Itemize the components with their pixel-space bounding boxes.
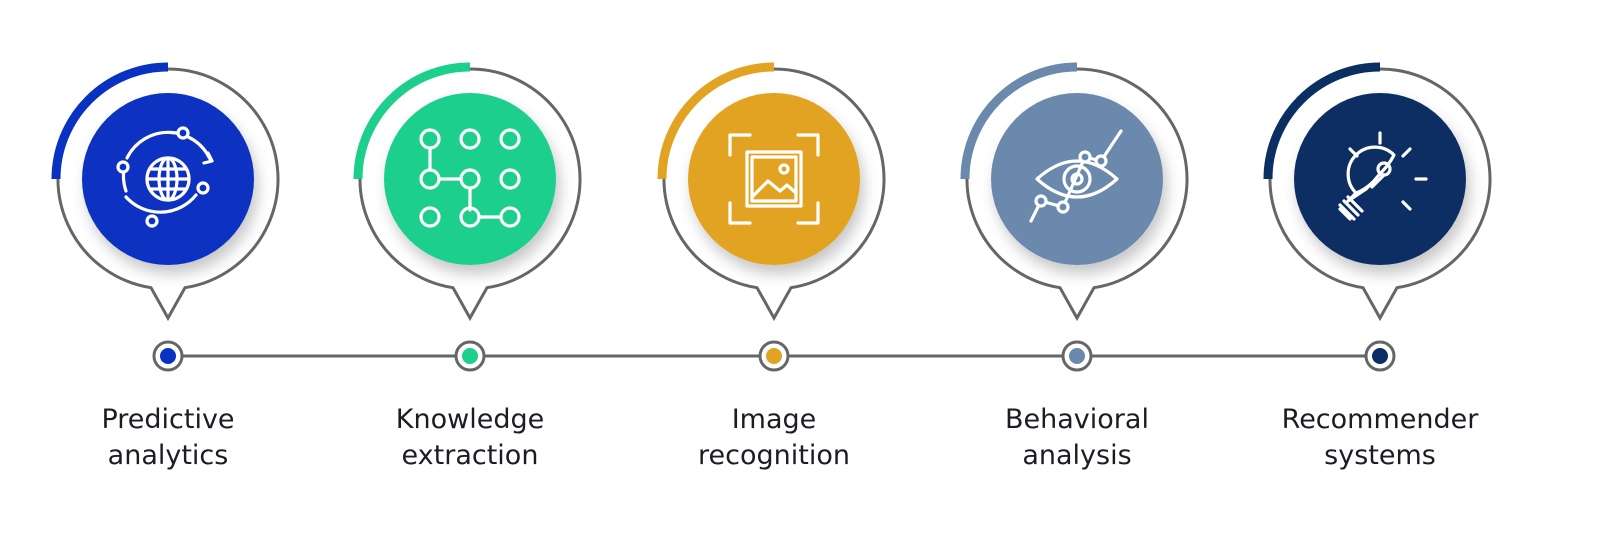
timeline-node-inner xyxy=(160,348,176,364)
node-grid-icon xyxy=(419,128,521,228)
pin-outline xyxy=(56,67,280,322)
label-line: Behavioral xyxy=(1005,404,1149,435)
accent-arc xyxy=(1263,62,1381,180)
label-predictive-analytics: Predictive analytics xyxy=(38,402,298,474)
timeline-node-inner xyxy=(1069,348,1085,364)
pin-outline xyxy=(965,67,1189,322)
step-recommender-systems xyxy=(1263,62,1492,372)
timeline-node-inner xyxy=(462,348,478,364)
step-knowledge-extraction xyxy=(353,62,582,372)
label-line: systems xyxy=(1324,440,1436,471)
step-behavioral-analysis xyxy=(960,62,1189,372)
accent-arc xyxy=(353,62,471,180)
label-line: analysis xyxy=(1022,440,1132,471)
timeline-node-inner xyxy=(1372,348,1388,364)
accent-arc xyxy=(657,62,775,180)
label-line: recognition xyxy=(698,440,850,471)
label-line: analytics xyxy=(107,440,229,471)
step-predictive-analytics xyxy=(51,62,280,372)
globe-cycle-icon xyxy=(116,126,214,228)
pin-outline xyxy=(1268,67,1492,322)
pin-outline xyxy=(358,67,582,322)
label-line: Knowledge xyxy=(395,404,545,435)
image-frame-icon xyxy=(728,133,820,225)
step-disc xyxy=(384,93,556,265)
label-line: Recommender xyxy=(1281,404,1479,435)
label-line: Image xyxy=(731,404,817,435)
timeline-node-inner xyxy=(766,348,782,364)
label-image-recognition: Image recognition xyxy=(644,402,904,474)
label-knowledge-extraction: Knowledge extraction xyxy=(340,402,600,474)
lightbulb-icon xyxy=(1338,131,1428,221)
step-image-recognition xyxy=(657,62,886,372)
step-disc xyxy=(688,93,860,265)
accent-arc xyxy=(960,62,1078,180)
accent-arc xyxy=(51,62,169,180)
label-behavioral-analysis: Behavioral analysis xyxy=(947,402,1207,474)
eye-graph-icon xyxy=(1029,129,1123,223)
label-recommender-systems: Recommender systems xyxy=(1250,402,1510,474)
pin-outline xyxy=(662,67,886,322)
label-line: Predictive xyxy=(101,404,235,435)
label-line: extraction xyxy=(401,440,539,471)
